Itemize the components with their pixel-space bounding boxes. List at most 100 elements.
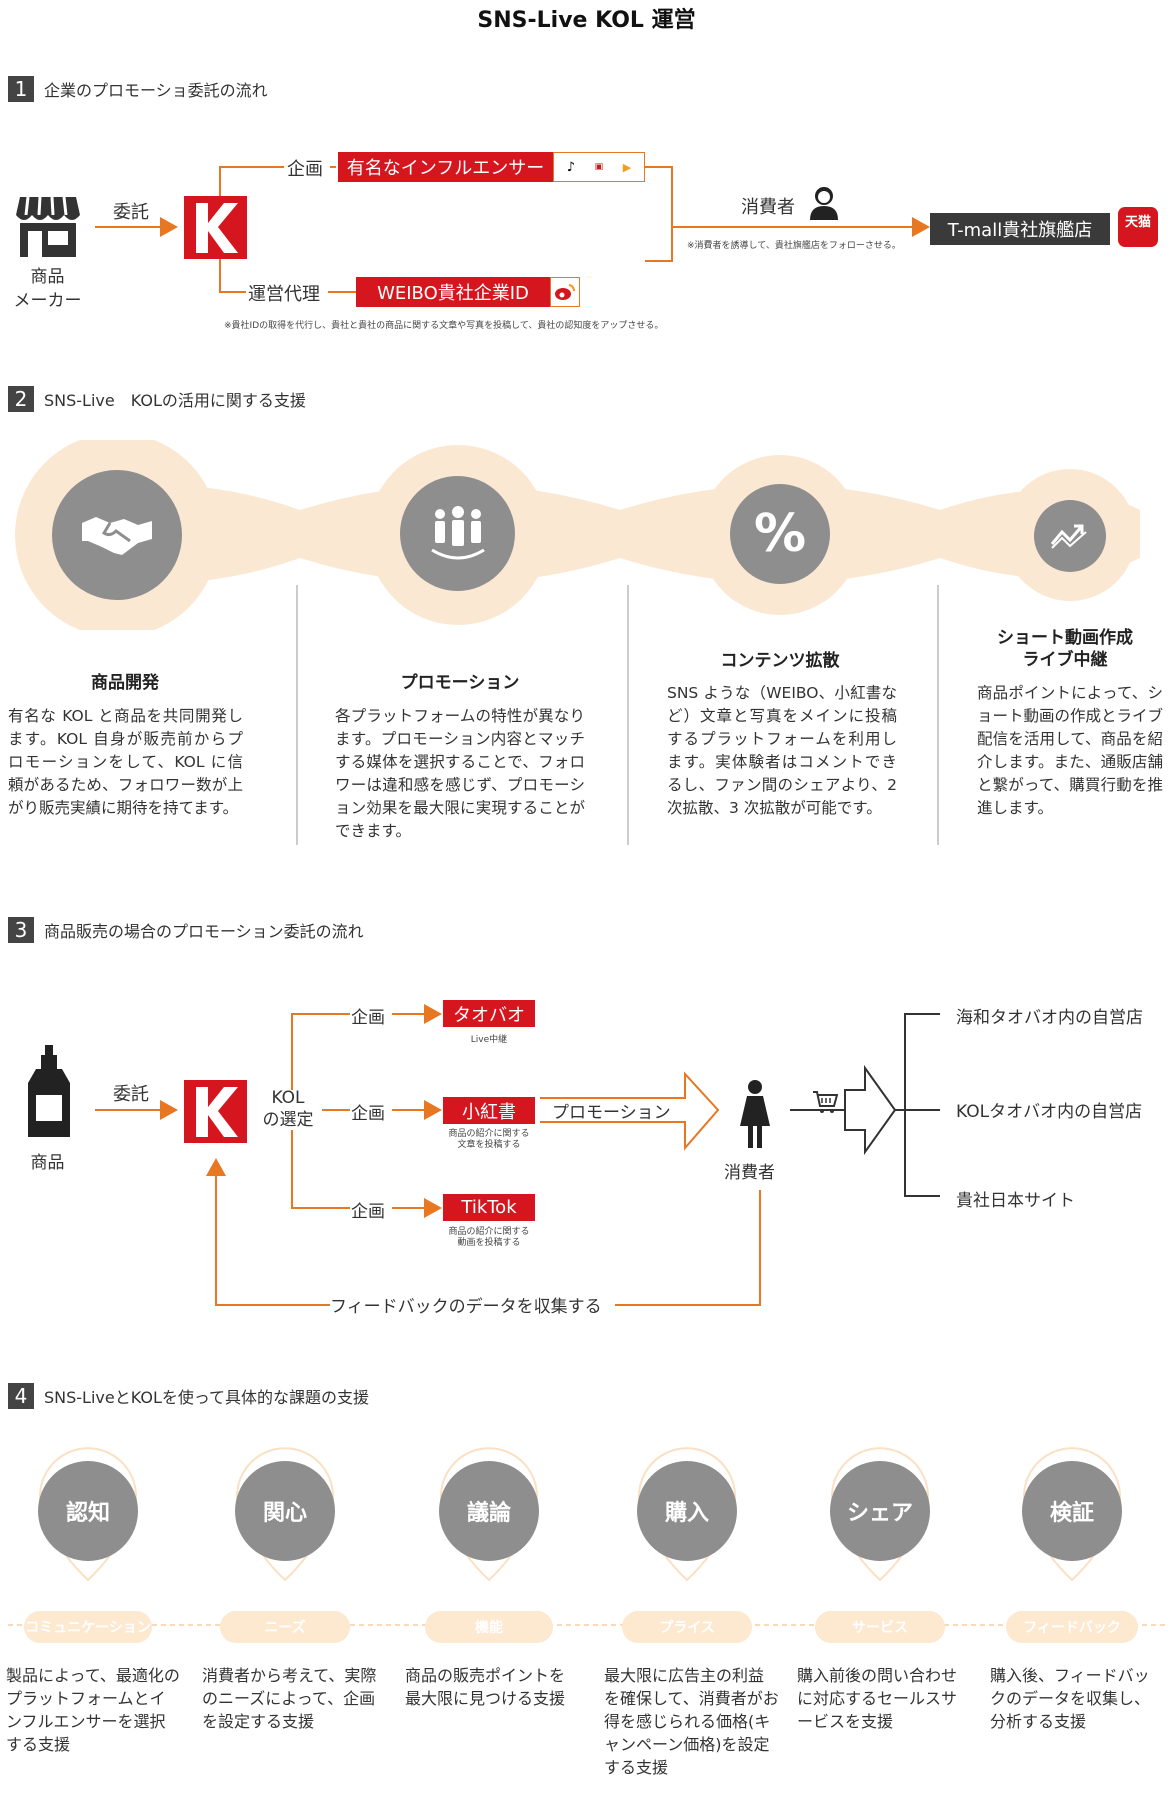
stage-pill: フィードバック <box>1006 1611 1138 1643</box>
stage-text: 商品の販売ポイントを最大限に見つける支援 <box>405 1666 566 1708</box>
s2-circle-2 <box>400 476 515 591</box>
s2-item-text: 各プラットフォームの特性が異なります。プロモーション内容とマッチする媒体を選択す… <box>335 707 585 840</box>
section-1-header: 1 企業のプロモーショ委託の流れ <box>8 76 268 102</box>
stage-pill: サービス <box>815 1611 945 1643</box>
s2-item-title: コンテンツ拡散 <box>720 651 840 671</box>
s2-circle-4 <box>1034 500 1106 572</box>
tiktok-box: TikTok <box>443 1194 535 1221</box>
stage-pill: プライス <box>622 1611 752 1643</box>
timeline-line <box>8 1624 1165 1626</box>
s2-item-text: 有名な KOL と商品を共同開発します。KOL 自身が販売前からプロモーションを… <box>8 707 243 817</box>
kol-select-label: KOL の選定 <box>262 1088 314 1130</box>
influencer-box: 有名なインフルエンサー <box>338 152 553 182</box>
pin-label: シェア <box>846 1501 913 1526</box>
xiaohongshu-box: 小紅書 <box>443 1097 535 1124</box>
product-bottle-icon <box>28 1045 70 1137</box>
section-2-header: 2 SNS-Live KOLの活用に関する支援 <box>8 386 306 412</box>
kuaishou-logo-icon: ▶ <box>622 160 632 174</box>
section-number: 2 <box>8 386 34 412</box>
stage-text: 購入後、フィードバックのデータを収集し、分析する支援 <box>990 1666 1151 1731</box>
pin-label: 検証 <box>1049 1501 1094 1526</box>
stage-pill: ニーズ <box>220 1611 350 1643</box>
shop-icon <box>16 196 80 257</box>
stage-text: 最大限に広告主の利益を確保して、消費者がお得を感じられる価格(キャンペーン価格)… <box>604 1666 779 1777</box>
section-3-header: 3 商品販売の場合のプロモーション委託の流れ <box>8 917 364 943</box>
feedback-label: フィードバックのデータを収集する <box>330 1297 602 1317</box>
commission-label: 委託 <box>113 1084 149 1105</box>
k-logo <box>184 196 247 259</box>
trend-icon <box>1050 524 1087 549</box>
section-heading: SNS-LiveとKOLを使って具体的な課題の支援 <box>44 1388 370 1407</box>
cart-icon <box>813 1091 838 1113</box>
tmall-badge-label: 天猫 <box>1124 215 1151 230</box>
pin-label: 認知 <box>65 1501 110 1526</box>
section-1-connectors <box>95 166 930 293</box>
s2-item-title: 商品開発 <box>91 673 159 693</box>
pin-awareness: 認知 <box>38 1461 138 1561</box>
s2-item-text: SNS ような（WEIBO、小紅書など）文章と写真をメインに投稿するプラットフォ… <box>667 684 897 817</box>
tiktok-logo-icon: ♪ <box>566 159 576 175</box>
weibo-note: ※貴社IDの取得を代行し、貴社と貴社の商品に関する文章や写真を投稿して、貴社の認… <box>224 321 664 331</box>
commission-label: 委託 <box>113 202 149 223</box>
section-heading: 企業のプロモーショ委託の流れ <box>44 81 268 100</box>
divider <box>296 585 298 845</box>
pin-label: 購入 <box>664 1501 709 1526</box>
section-heading: SNS-Live KOLの活用に関する支援 <box>44 391 306 410</box>
section-4-header: 4 SNS-LiveとKOLを使って具体的な課題の支援 <box>8 1383 369 1409</box>
section-number: 3 <box>8 917 34 943</box>
line-plan <box>219 166 284 210</box>
line-agency <box>219 245 246 293</box>
tmall-store-box: T-mall貴社旗艦店 <box>930 213 1110 245</box>
divider <box>627 585 629 845</box>
tiktok-note: 商品の紹介に関する 動画を投稿する <box>448 1227 530 1248</box>
s2-item-text: 商品ポイントによって、ショート動画の作成とライブ配信を活用して、商品を紹介します… <box>977 684 1164 817</box>
k-logo <box>184 1080 247 1143</box>
plan-label: 企画 <box>351 1008 385 1028</box>
consumer-note: ※消費者を誘導して、貴社旗艦店をフォローさせる。 <box>687 241 901 251</box>
section-heading: 商品販売の場合のプロモーション委託の流れ <box>44 922 364 941</box>
s2-item-title: ショート動画作成 ライブ中継 <box>997 628 1133 670</box>
stage-pill: コミュニケーション <box>24 1611 152 1643</box>
consumer-icon <box>810 187 838 220</box>
handshake-icon <box>82 517 152 555</box>
outlet-item: 海和タオバオ内の自営店 <box>956 1008 1143 1028</box>
percent-icon: % <box>730 484 830 584</box>
consumer-woman-icon <box>740 1080 770 1148</box>
xiaohongshu-logo-icon: ▣ <box>594 162 604 172</box>
pin-label: 関心 <box>262 1501 307 1526</box>
section-3-connectors <box>95 1004 940 1306</box>
consumer-label: 消費者 <box>724 1163 775 1183</box>
pin-verification: 検証 <box>1022 1461 1122 1561</box>
weibo-id-box: WEIBO貴社企業ID <box>356 277 550 307</box>
outlet-item: 貴社日本サイト <box>956 1191 1075 1211</box>
weibo-logo-icon <box>550 277 580 307</box>
plan-label: 企画 <box>351 1202 385 1222</box>
section-number: 1 <box>8 76 34 102</box>
agency-label: 運営代理 <box>248 284 320 305</box>
plan-label: 企画 <box>351 1104 385 1124</box>
s2-item-title: プロモーション <box>400 673 520 693</box>
stage-text: 消費者から考えて、実際のニーズによって、企画を設定する支援 <box>202 1666 377 1731</box>
section-number: 4 <box>8 1383 34 1409</box>
pin-discussion: 議論 <box>439 1461 539 1561</box>
section-4-pins <box>39 1447 1121 1582</box>
maker-label: 商品 メーカー <box>13 267 82 311</box>
plan-label: 企画 <box>287 159 323 180</box>
product-label: 商品 <box>30 1153 65 1173</box>
xiaohongshu-note: 商品の紹介に関する 文章を投稿する <box>448 1129 530 1150</box>
pin-purchase: 購入 <box>637 1461 737 1561</box>
promotion-label: プロモーション <box>552 1103 671 1123</box>
page-title: SNS-Live KOL 運営 <box>477 8 696 33</box>
divider <box>937 585 939 845</box>
pin-label: 議論 <box>466 1501 511 1526</box>
stage-text: 購入前後の問い合わせに対応するセールスサービスを支援 <box>797 1666 958 1731</box>
taobao-box: タオバオ <box>443 1000 535 1027</box>
platform-logos: ♪ ▣ ▶ <box>553 152 645 182</box>
pin-share: シェア <box>830 1461 930 1561</box>
stage-pill: 機能 <box>425 1611 553 1643</box>
outlet-item: KOLタオバオ内の自営店 <box>956 1102 1143 1122</box>
line-join <box>645 166 673 262</box>
stage-text: 製品によって、最適化のプラットフォームとインフルエンサーを選択する支援 <box>6 1666 180 1754</box>
consumer-label: 消費者 <box>741 197 795 218</box>
tmall-logo-icon: 天猫 <box>1118 207 1158 247</box>
